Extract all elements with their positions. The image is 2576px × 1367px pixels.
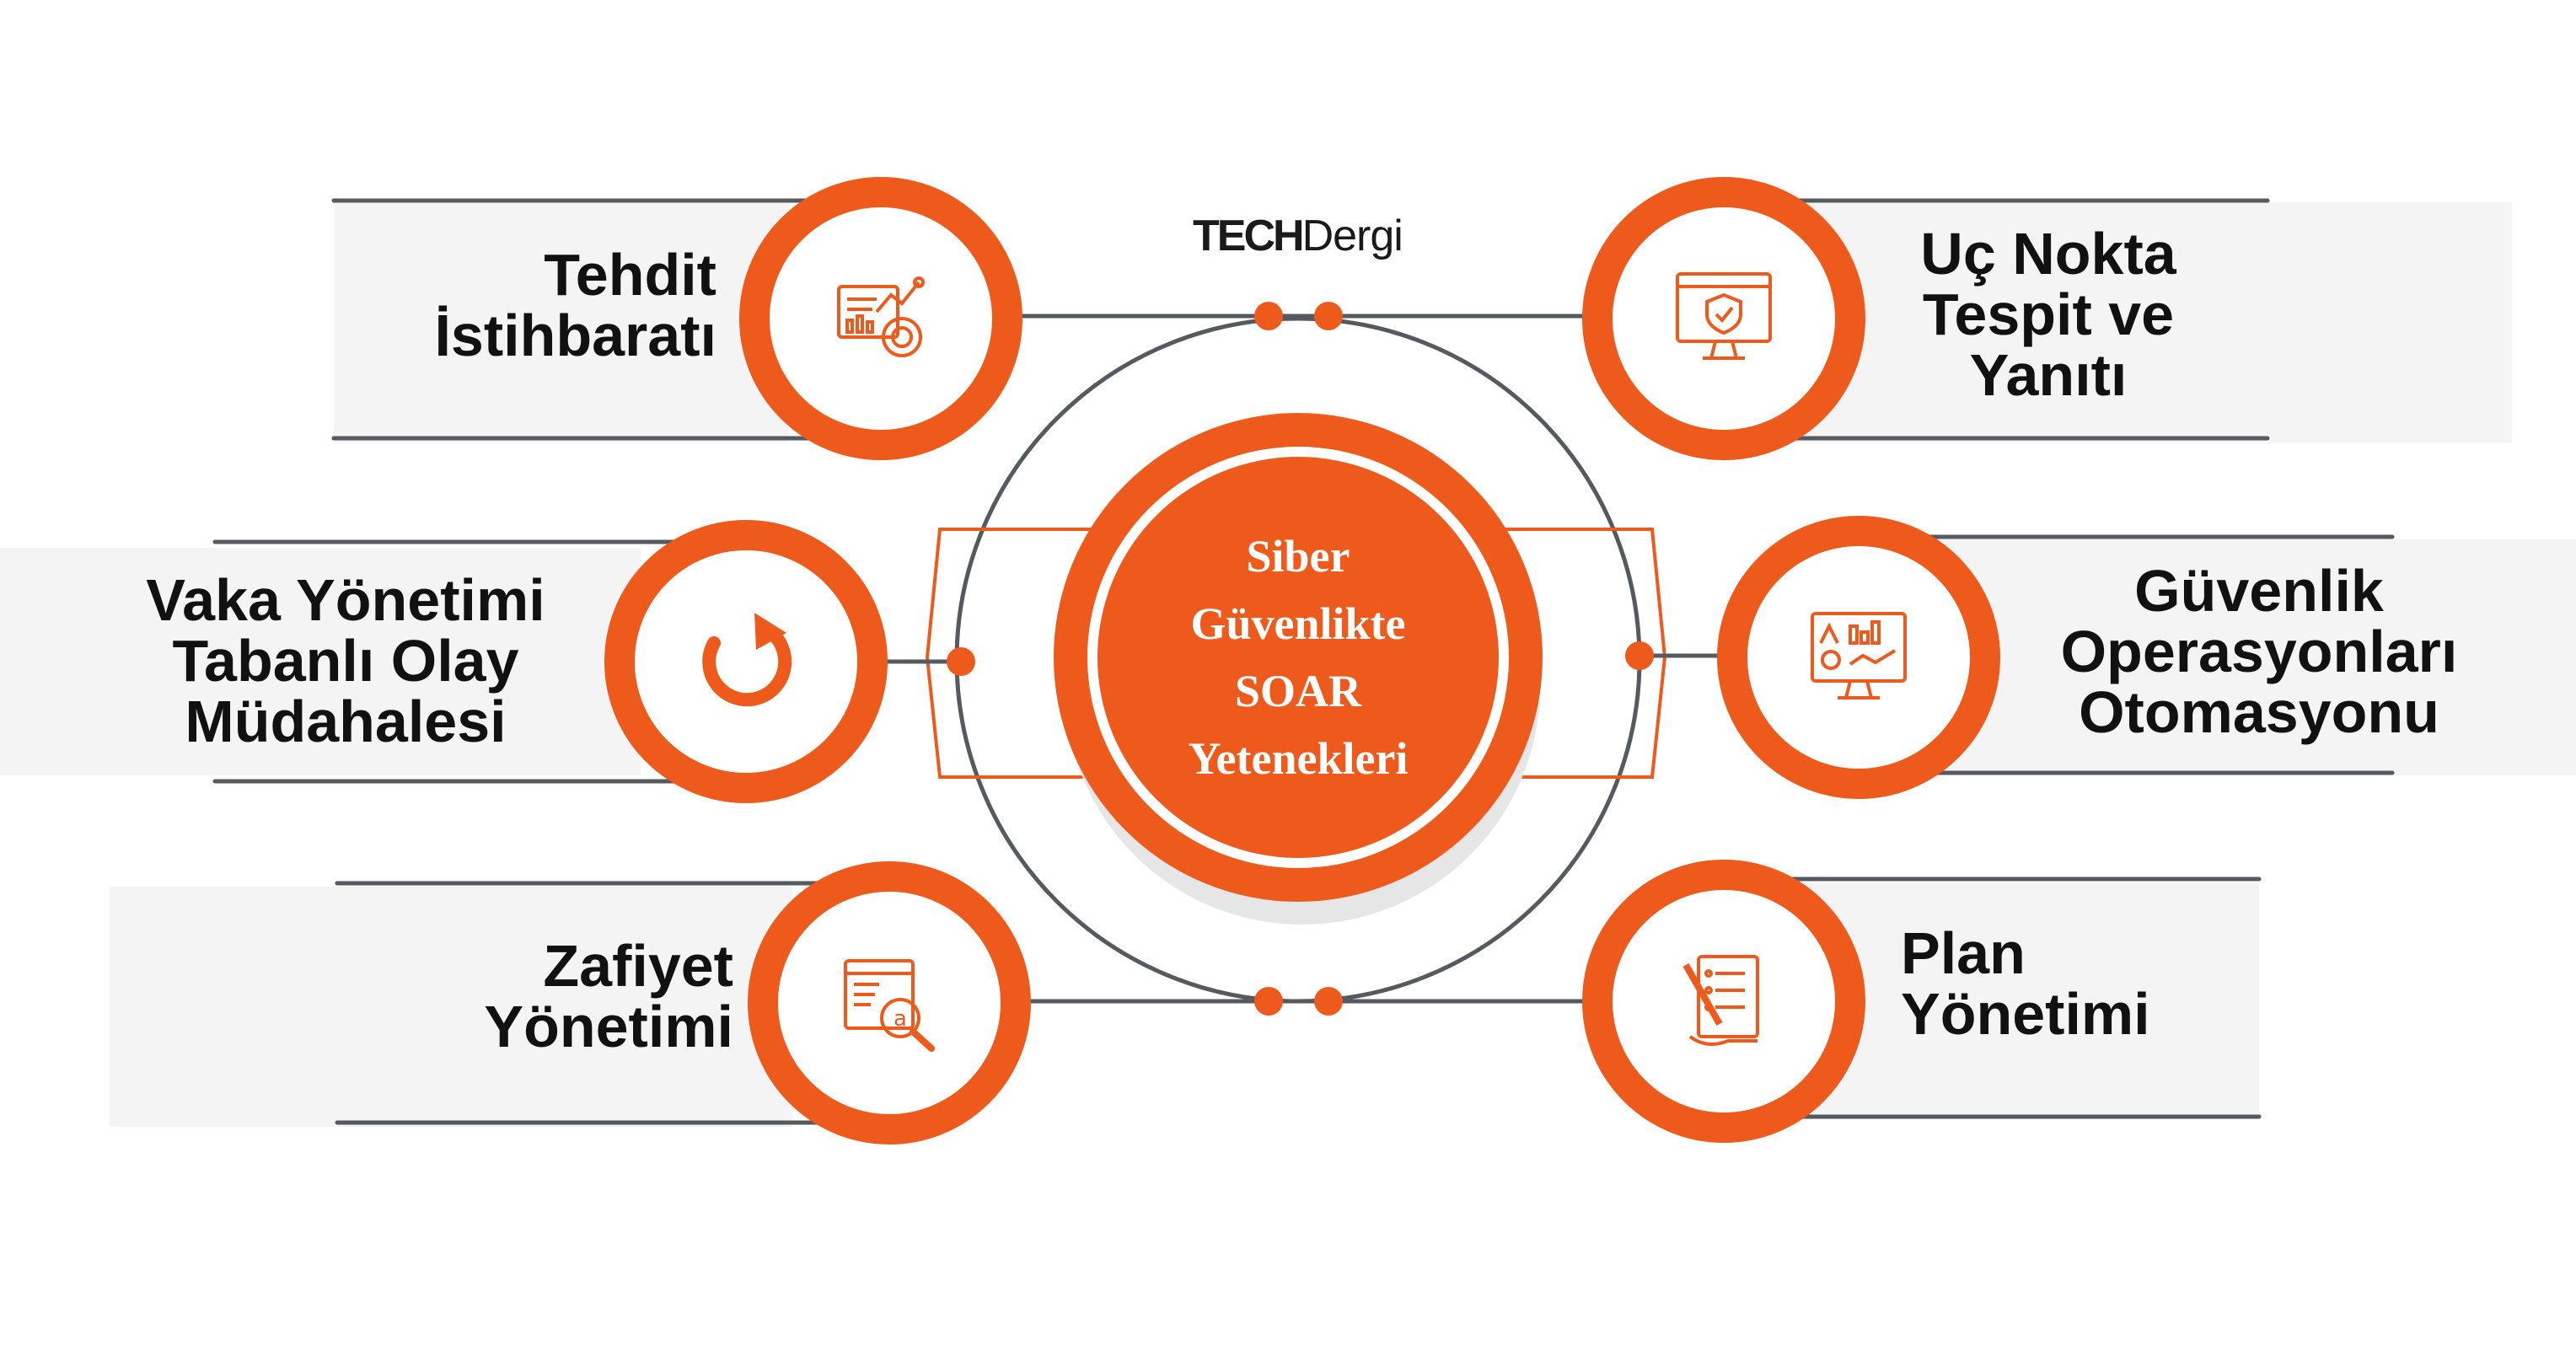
center-inner	[1097, 457, 1499, 858]
checklist-pen-icon	[1682, 955, 1759, 1046]
logo-light-text: Dergi	[1301, 212, 1403, 260]
center-title: Siber Güvenlikte SOAR Yetenekleri	[1113, 523, 1484, 792]
svg-text:a: a	[894, 1006, 907, 1032]
label-line: Tespit ve	[1922, 281, 2175, 347]
vulnerability-search-icon: a	[844, 959, 935, 1052]
label-line: Müdahalesi	[185, 689, 507, 754]
monitor-shield-icon	[1676, 272, 1772, 360]
threat-intel-chart-icon	[837, 276, 925, 357]
label-guvenlik: Güvenlik Operasyonları Otomasyonu	[2006, 560, 2512, 742]
label-line: Yanıtı	[1969, 342, 2128, 408]
label-line: Plan	[1901, 920, 2026, 986]
label-zafiyet: Zafiyet Yönetimi	[371, 935, 733, 1057]
connectors	[860, 314, 1745, 1004]
label-line: Otomasyonu	[2079, 679, 2439, 745]
label-line: Yönetimi	[1901, 981, 2150, 1047]
label-vaka: Vaka Yönetimi Tabanlı Olay Müdahalesi	[84, 570, 607, 752]
label-uc-nokta: Uç Nokta Tespit ve Yanıtı	[1871, 223, 2225, 405]
label-line: İstihbaratı	[434, 303, 716, 368]
center-line: Yetenekleri	[1188, 733, 1409, 784]
techdergi-logo: TECHDergi	[1193, 211, 1403, 261]
label-line: Tabanlı Olay	[172, 628, 519, 694]
center-line: Güvenlikte	[1190, 598, 1406, 649]
label-line: Güvenlik	[2134, 558, 2384, 624]
label-line: Vaka Yönetimi	[146, 567, 545, 633]
label-tehdit: Tehdit İstihbaratı	[362, 244, 716, 366]
label-plan: Plan Yönetimi	[1901, 923, 2238, 1044]
center-line: Siber	[1246, 531, 1350, 582]
refresh-icon	[702, 613, 792, 707]
label-line: Tehdit	[544, 242, 716, 308]
label-line: Uç Nokta	[1920, 221, 2176, 287]
monitor-dashboard-icon	[1811, 612, 1907, 700]
connector-dots	[947, 302, 1654, 1016]
label-line: Operasyonları	[2060, 619, 2458, 684]
label-line: Zafiyet	[543, 933, 733, 999]
frame-lines	[212, 198, 2395, 1125]
logo-bold-text: TECH	[1193, 212, 1305, 260]
center-line: SOAR	[1234, 666, 1362, 716]
label-line: Yönetimi	[484, 994, 733, 1059]
